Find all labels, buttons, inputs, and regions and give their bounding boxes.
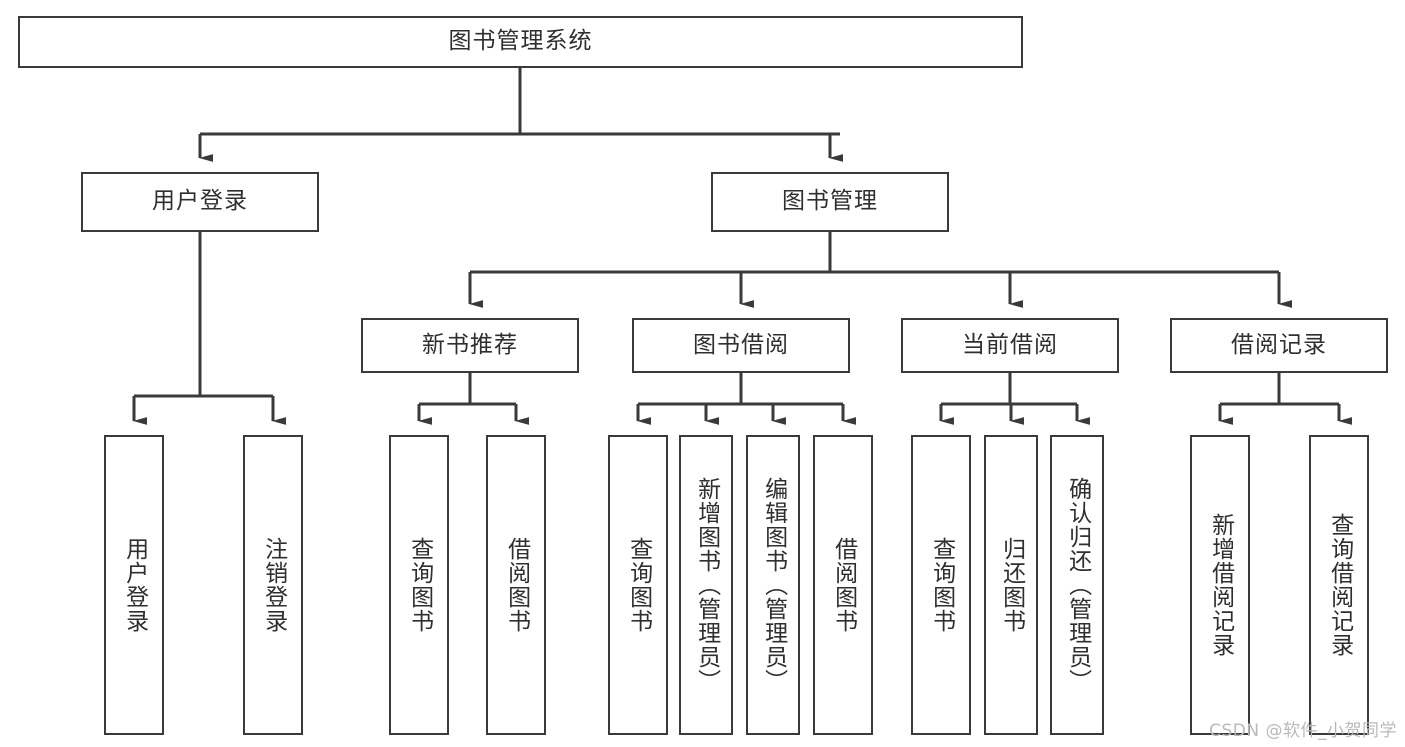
node-label: 用户登录 — [152, 188, 248, 215]
node-leaf-add-book-admin[interactable]: 新增图书（管理员） — [679, 435, 733, 735]
node-label: 图书管理系统 — [448, 28, 593, 55]
node-leaf-query-books-borrow[interactable]: 查询图书 — [608, 435, 668, 735]
node-leaf-user-login[interactable]: 用户登录 — [104, 435, 164, 735]
node-label: 归还图书 — [998, 537, 1025, 633]
node-leaf-add-borrow-record[interactable]: 新增借阅记录 — [1190, 435, 1250, 735]
node-label: 借阅图书 — [830, 537, 857, 633]
node-leaf-return-books[interactable]: 归还图书 — [984, 435, 1038, 735]
node-book-management[interactable]: 图书管理 — [711, 172, 949, 232]
node-label: 借阅记录 — [1231, 331, 1327, 358]
node-leaf-edit-book-admin[interactable]: 编辑图书（管理员） — [746, 435, 800, 735]
node-borrowing-records[interactable]: 借阅记录 — [1170, 318, 1388, 373]
edge-new-book-to-leaves — [417, 373, 529, 425]
node-current-borrowing[interactable]: 当前借阅 — [901, 318, 1119, 373]
edge-root-to-level2 — [198, 68, 843, 162]
edge-borrow-to-leaves — [636, 373, 856, 425]
node-root-book-management-system[interactable]: 图书管理系统 — [18, 16, 1023, 68]
node-label: 图书管理 — [782, 188, 878, 215]
node-new-book-recommendation[interactable]: 新书推荐 — [361, 318, 579, 373]
edge-borrow-record-to-leaves — [1218, 373, 1352, 425]
node-label: 图书借阅 — [693, 331, 789, 358]
edge-user-login-to-leaves — [132, 232, 286, 425]
node-user-login[interactable]: 用户登录 — [81, 172, 319, 232]
node-label: 查询图书 — [625, 537, 652, 633]
node-leaf-borrow-books[interactable]: 借阅图书 — [813, 435, 873, 735]
node-leaf-confirm-return-admin[interactable]: 确认归还（管理员） — [1050, 435, 1104, 735]
node-leaf-borrow-books-new[interactable]: 借阅图书 — [486, 435, 546, 735]
node-leaf-query-books-new[interactable]: 查询图书 — [389, 435, 449, 735]
node-leaf-query-borrow-record[interactable]: 查询借阅记录 — [1309, 435, 1369, 735]
node-label: 查询借阅记录 — [1326, 513, 1353, 657]
node-label: 新书推荐 — [422, 331, 518, 358]
node-label: 注销登录 — [260, 537, 287, 633]
node-label: 查询图书 — [928, 537, 955, 633]
node-leaf-query-books-current[interactable]: 查询图书 — [911, 435, 971, 735]
node-label: 用户登录 — [121, 537, 148, 633]
edge-current-borrow-to-leaves — [939, 373, 1090, 425]
node-label: 查询图书 — [406, 537, 433, 633]
watermark-text: CSDN @软件_小贺同学 — [1209, 721, 1397, 741]
node-label: 确认归还（管理员） — [1064, 477, 1091, 693]
node-label: 当前借阅 — [962, 331, 1058, 358]
node-leaf-logout[interactable]: 注销登录 — [243, 435, 303, 735]
node-label: 新增图书（管理员） — [693, 477, 720, 693]
node-label: 编辑图书（管理员） — [760, 477, 787, 693]
node-label: 新增借阅记录 — [1207, 513, 1234, 657]
node-label: 借阅图书 — [503, 537, 530, 633]
edge-book-mgmt-to-level3 — [468, 232, 1292, 308]
node-book-borrowing[interactable]: 图书借阅 — [632, 318, 850, 373]
